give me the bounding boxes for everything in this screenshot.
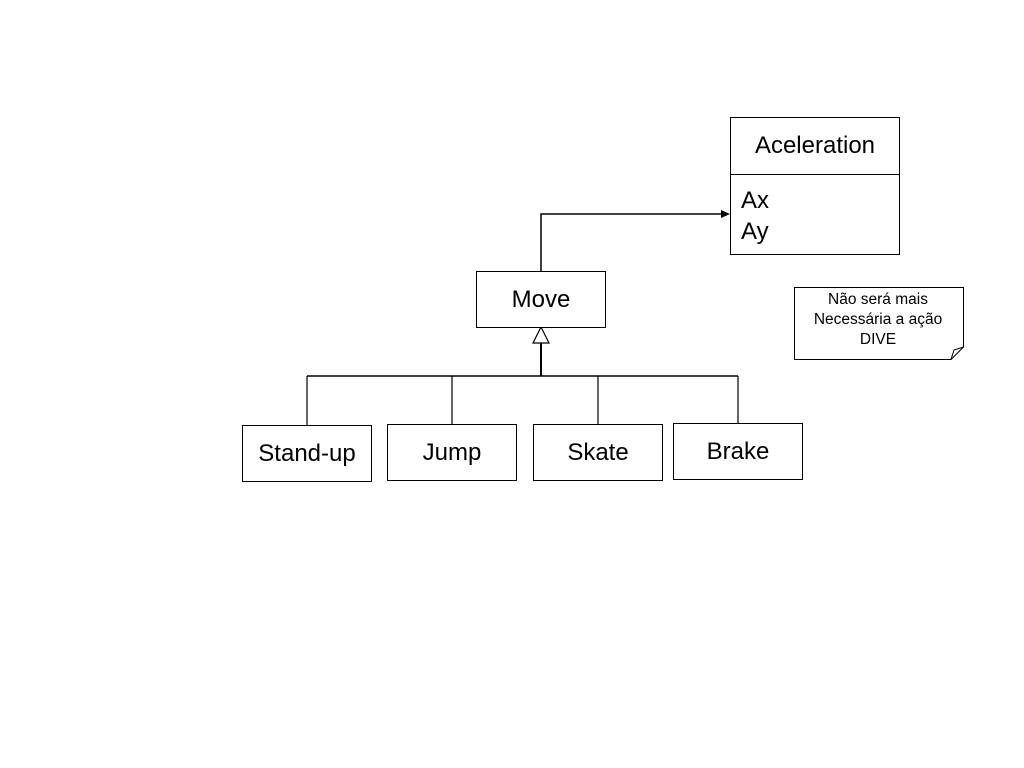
note-text: Não será mais Necessária a ação DIVE [794,290,962,350]
note-line-2: Necessária a ação [813,311,943,328]
note-line-3: DIVE [859,331,897,348]
note: Não será mais Necessária a ação DIVE [794,287,965,360]
attribute-ax: Ax [741,187,770,214]
brake-label: Brake [706,437,770,465]
aceleration-attributes: Ax Ay [731,175,899,247]
aceleration-class-name: Aceleration [731,118,899,175]
note-shape [794,287,964,360]
stand-up-box: Stand-up [242,425,372,482]
attribute-ay: Ay [741,218,769,245]
jump-label: Jump [422,438,482,466]
aceleration-class: Aceleration Ax Ay [730,117,900,255]
note-line-1: Não será mais [828,291,928,308]
association-arrowhead [721,210,730,218]
stand-up-label: Stand-up [258,439,356,467]
move-label: Move [511,285,571,313]
skate-box: Skate [533,424,663,481]
generalization-arrowhead [532,325,550,344]
jump-box: Jump [387,424,517,481]
skate-label: Skate [567,438,629,466]
move-to-aceleration-connector [540,213,722,271]
move-box: Move [476,271,606,328]
brake-box: Brake [673,423,803,480]
